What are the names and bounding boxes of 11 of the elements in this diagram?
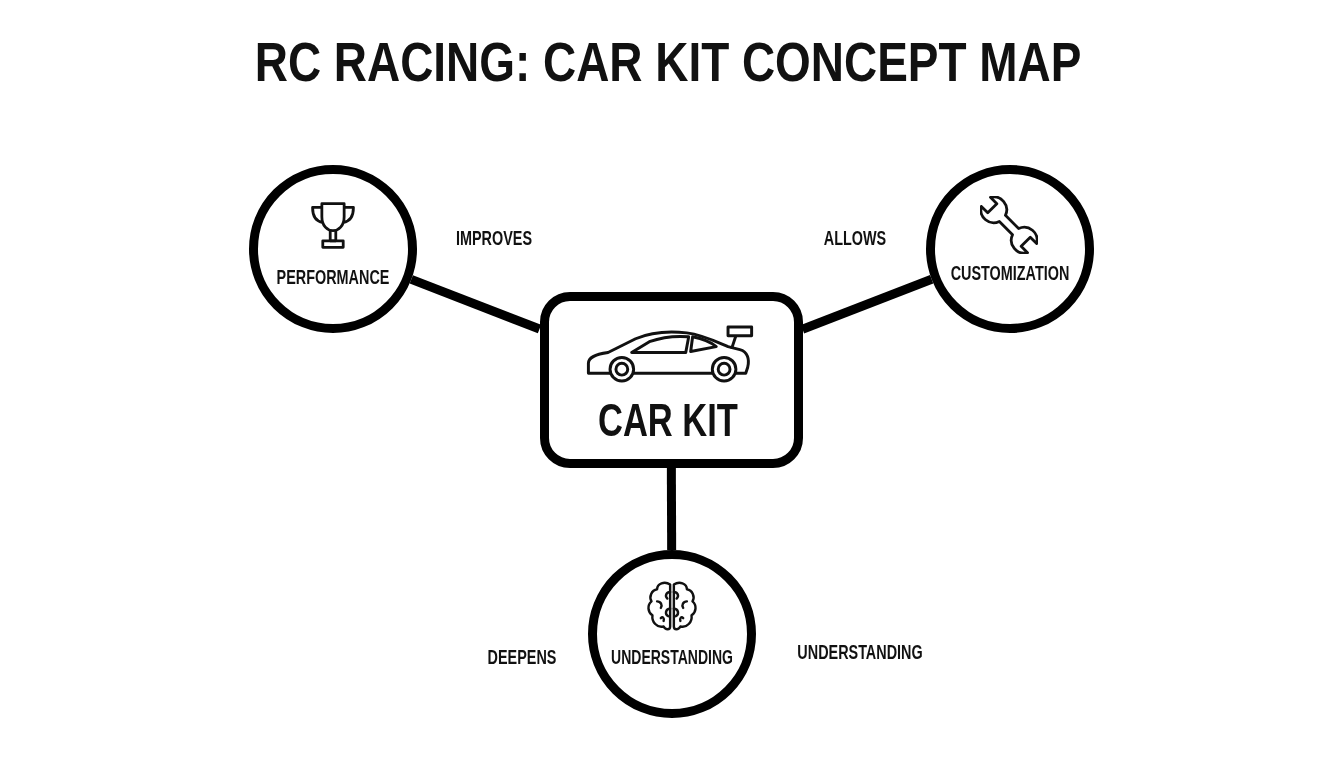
node-label: CAR KIT bbox=[598, 397, 738, 443]
concept-box bbox=[539, 292, 803, 468]
text-label: UNDERSTANDING bbox=[797, 642, 923, 662]
connector-line bbox=[409, 275, 542, 334]
connector-line bbox=[666, 468, 677, 550]
title: RC RACING: CAR KIT CONCEPT MAP bbox=[254, 34, 1082, 90]
connector-line bbox=[800, 275, 934, 334]
node-label: CUSTOMIZATION bbox=[950, 263, 1070, 283]
node-label: UNDERSTANDING bbox=[611, 647, 733, 667]
node-label: PERFORMANCE bbox=[276, 267, 390, 287]
text-label: DEEPENS bbox=[487, 647, 557, 667]
